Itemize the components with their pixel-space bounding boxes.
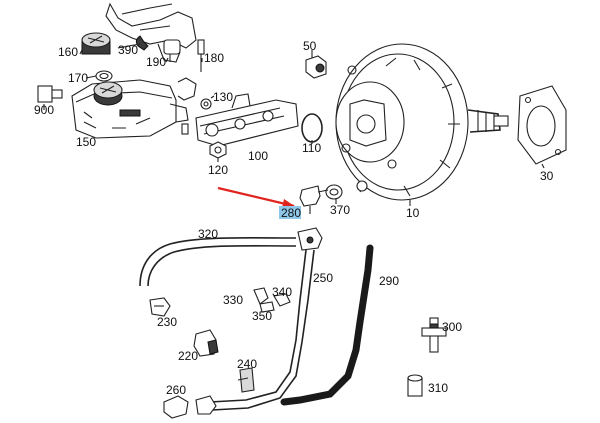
- label-150: 150: [76, 135, 96, 149]
- label-900: 900: [34, 103, 54, 117]
- check-valve-280: [299, 185, 329, 214]
- elbow-connector-260: [163, 395, 217, 419]
- label-130: 130: [213, 90, 233, 104]
- label-320: 320: [198, 227, 218, 241]
- black-hose-290: [280, 244, 374, 406]
- label-170: 170: [68, 71, 88, 85]
- seal-ring-170: [95, 70, 113, 82]
- hose-clip-390: [135, 35, 149, 51]
- label-300: 300: [442, 320, 462, 334]
- leader-lines: [43, 43, 545, 206]
- fitting-340: [273, 293, 291, 307]
- label-180: 180: [204, 51, 224, 65]
- clip-230: [149, 297, 171, 317]
- vacuum-pipe-250: [209, 249, 315, 411]
- bracket-assembly: [105, 2, 197, 63]
- sensor-50: [305, 55, 327, 79]
- connector-900: [37, 85, 63, 103]
- label-340: 340: [272, 285, 292, 299]
- master-cylinder-100: [177, 77, 299, 147]
- label-160: 160: [58, 45, 78, 59]
- label-10: 10: [406, 206, 420, 220]
- booster-nut: [356, 180, 368, 192]
- label-190: 190: [146, 55, 166, 69]
- label-310: 310: [428, 381, 448, 395]
- label-390: 390: [118, 43, 138, 57]
- o-ring-110: [301, 113, 323, 143]
- label-220: 220: [178, 349, 198, 363]
- label-100: 100: [248, 149, 268, 163]
- screw-180: [197, 39, 205, 72]
- clip-220: [193, 329, 219, 357]
- label-260: 260: [166, 383, 186, 397]
- label-280: 280: [281, 206, 301, 220]
- clip-190: [163, 39, 181, 62]
- pointer-arrow: [217, 186, 296, 208]
- clip-330: [253, 287, 269, 305]
- sleeve-310: [407, 374, 423, 397]
- label-290: 290: [379, 274, 399, 288]
- bracket-240: [237, 367, 255, 393]
- label-370: 370: [330, 203, 350, 217]
- gasket-30: [517, 85, 567, 165]
- label-250: 250: [313, 271, 333, 285]
- vacuum-hose-320: [139, 236, 297, 287]
- label-30: 30: [540, 169, 554, 183]
- nut-130: [200, 98, 212, 110]
- brake-booster-10: [335, 43, 509, 201]
- label-330: 330: [223, 293, 243, 307]
- grommet-370: [325, 184, 343, 200]
- label-110: 110: [302, 141, 321, 155]
- highlight-280: [279, 206, 301, 219]
- part-labels: 160 390 190 180 50 170 900 130 150 100 1…: [34, 39, 554, 397]
- label-120: 120: [208, 163, 228, 177]
- hose-connector: [297, 227, 323, 251]
- brake-fluid-reservoir-150: [71, 79, 189, 139]
- label-230: 230: [157, 315, 177, 329]
- clip-350: [259, 301, 275, 313]
- nut-120: [209, 141, 227, 159]
- tee-fitting-300: [421, 317, 447, 353]
- reservoir-cap-160: [81, 32, 111, 55]
- label-350: 350: [252, 309, 272, 323]
- label-240: 240: [237, 357, 257, 371]
- label-50: 50: [303, 39, 317, 53]
